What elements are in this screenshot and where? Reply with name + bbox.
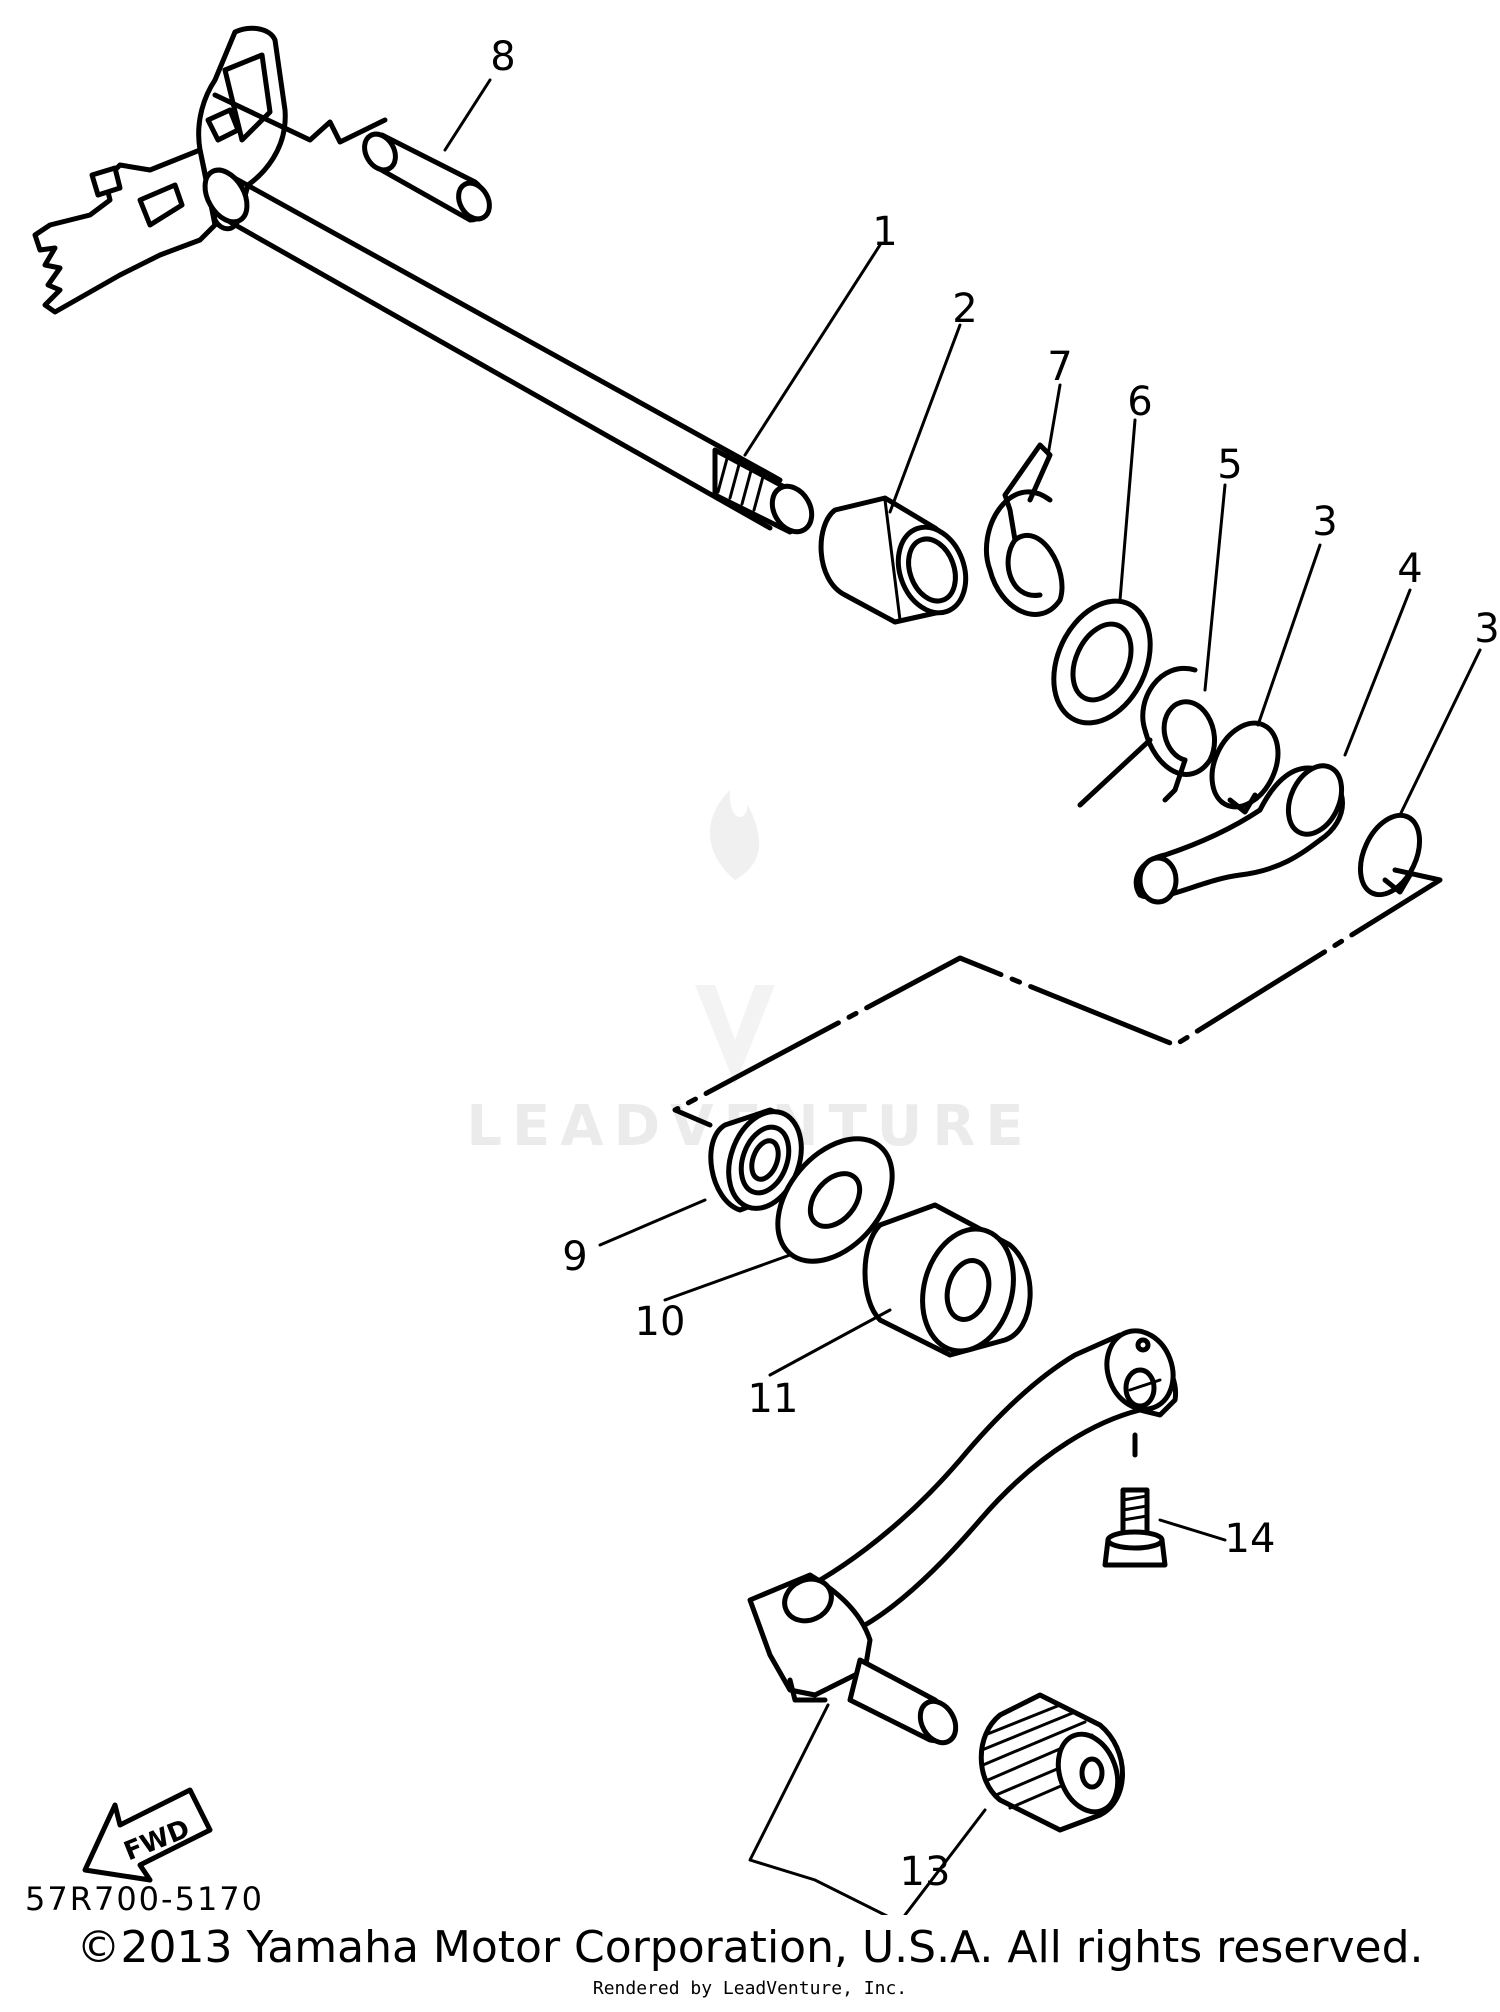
part-4-shift-arm bbox=[1133, 763, 1345, 905]
exploded-parts-diagram: LEADVENTURE bbox=[25, 25, 1500, 1915]
callout-14: 14 bbox=[1225, 1516, 1276, 1562]
part-3-circlip-left bbox=[1209, 720, 1281, 815]
part-14-bolt bbox=[1102, 1432, 1168, 1568]
callout-3-right: 3 bbox=[1474, 606, 1499, 652]
callout-12: 12 bbox=[780, 1909, 831, 1915]
callout-labels: 8 1 2 7 6 5 3 4 3 9 10 11 14 13 12 bbox=[490, 34, 1499, 1915]
part-12-shift-pedal bbox=[747, 1328, 1179, 1746]
callout-4: 4 bbox=[1397, 546, 1422, 592]
part-11-collar bbox=[862, 1202, 1033, 1358]
part-5-spring bbox=[1077, 665, 1217, 808]
rendered-by-credit: Rendered by LeadVenture, Inc. bbox=[592, 1978, 908, 1999]
callout-8: 8 bbox=[490, 34, 515, 80]
callout-11: 11 bbox=[748, 1376, 799, 1422]
callout-3-left: 3 bbox=[1312, 499, 1337, 545]
v-logo-icon bbox=[695, 985, 775, 1085]
callout-9: 9 bbox=[562, 1234, 587, 1280]
shift-shaft-assembly bbox=[32, 25, 815, 535]
part-8-pin bbox=[212, 92, 492, 223]
callout-10: 10 bbox=[635, 1299, 686, 1345]
fwd-arrow-icon bbox=[82, 1787, 213, 1883]
part-3-circlip-right bbox=[1357, 812, 1423, 898]
callout-6: 6 bbox=[1127, 379, 1152, 425]
diagram-part-code: 57R700-5170 bbox=[25, 1880, 264, 1915]
callout-1: 1 bbox=[872, 209, 897, 255]
callout-7: 7 bbox=[1047, 344, 1072, 390]
assembly-guide-line bbox=[672, 867, 1443, 1128]
copyright-notice: ©2013 Yamaha Motor Corporation, U.S.A. A… bbox=[76, 1922, 1424, 1973]
part-7-spring bbox=[983, 442, 1065, 617]
part-13-footpeg-rubber bbox=[978, 1692, 1125, 1833]
callout-13: 13 bbox=[900, 1849, 951, 1895]
part-6-washer bbox=[1051, 598, 1153, 726]
fwd-direction-indicator: FWD bbox=[82, 1787, 213, 1883]
part-2-collar bbox=[818, 495, 969, 625]
leader-lines bbox=[443, 78, 1482, 1915]
leadventure-watermark: LEADVENTURE bbox=[466, 790, 1024, 1159]
callout-5: 5 bbox=[1217, 442, 1242, 488]
flame-logo-icon bbox=[710, 790, 760, 880]
callout-2: 2 bbox=[952, 286, 977, 332]
